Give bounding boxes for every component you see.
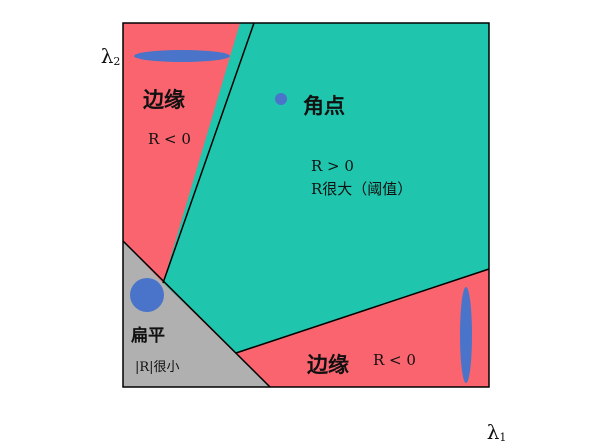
- plot-frame: [122, 22, 490, 388]
- harris-response-diagram: [122, 22, 490, 388]
- corner-dot: [275, 93, 287, 105]
- flat-region: [123, 241, 270, 387]
- edge-top-title: 边缘: [143, 87, 185, 112]
- corner-condition-line1: R > 0: [311, 157, 354, 175]
- edge-top-ellipse: [134, 50, 230, 62]
- flat-title: 扁平: [131, 326, 165, 346]
- y-axis-label: λ2: [88, 20, 121, 68]
- edge-bottom-condition: R < 0: [373, 351, 416, 369]
- flat-condition: |R|很小: [135, 360, 180, 375]
- x-axis-subscript: 1: [499, 431, 507, 444]
- x-axis-label: λ1: [474, 396, 507, 444]
- flat-boundary-line: [122, 240, 271, 388]
- y-axis-subscript: 2: [113, 55, 121, 68]
- edge-bottom-ellipse: [460, 287, 472, 383]
- flat-circle: [130, 278, 164, 312]
- boundary-line-top: [162, 22, 255, 284]
- edge-top-condition: R < 0: [148, 130, 191, 148]
- corner-region: [163, 23, 489, 353]
- corner-condition-line2: R很大（阈值）: [311, 180, 413, 198]
- edge-bottom-title: 边缘: [307, 352, 349, 377]
- boundary-line-bottom: [235, 268, 490, 354]
- y-axis-symbol: λ: [100, 44, 114, 68]
- x-axis-symbol: λ: [486, 420, 500, 444]
- corner-title: 角点: [303, 93, 345, 118]
